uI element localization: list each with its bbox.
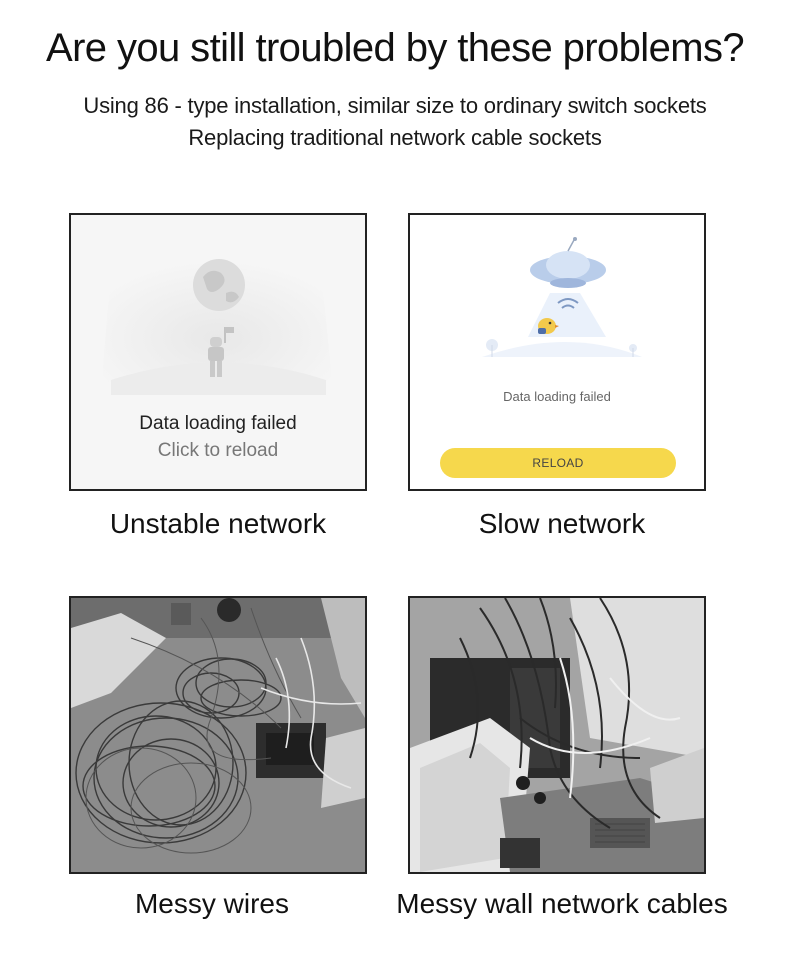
caption-unstable-network: Unstable network [109,508,327,539]
data-loading-failed-text: Data loading failed [503,389,611,404]
astronaut-illustration [101,259,333,395]
slow-network-panel: Data loading failed RELOAD [408,213,706,491]
click-to-reload-link[interactable]: Click to reload [157,440,279,461]
caption-messy-wires: Messy wires [134,888,289,919]
wall-cables-image [410,598,704,872]
light-beam [101,260,333,390]
cloud-ground [482,342,642,357]
page-title: Are you still troubled by these problems… [46,26,745,70]
astronaut-icon [208,337,224,377]
reload-button[interactable]: RELOAD [440,448,676,478]
planet-surface [111,362,326,395]
caption-messy-wall-cables: Messy wall network cables [396,888,728,919]
tangled-cables-image [71,598,365,872]
ufo-illustration [482,237,642,357]
messy-wall-cables-photo [408,596,706,874]
subtitle-line-2: Replacing traditional network cable sock… [188,125,602,150]
caption-slow-network: Slow network [478,508,646,539]
messy-wires-photo [69,596,367,874]
data-loading-failed-text: Data loading failed [139,413,297,434]
flag-icon [225,327,234,333]
wifi-icon [557,298,579,309]
unstable-network-panel: Data loading failed Click to reload [69,213,367,491]
subtitle-line-1: Using 86 - type installation, similar si… [83,93,707,118]
chick-icon [538,318,559,334]
